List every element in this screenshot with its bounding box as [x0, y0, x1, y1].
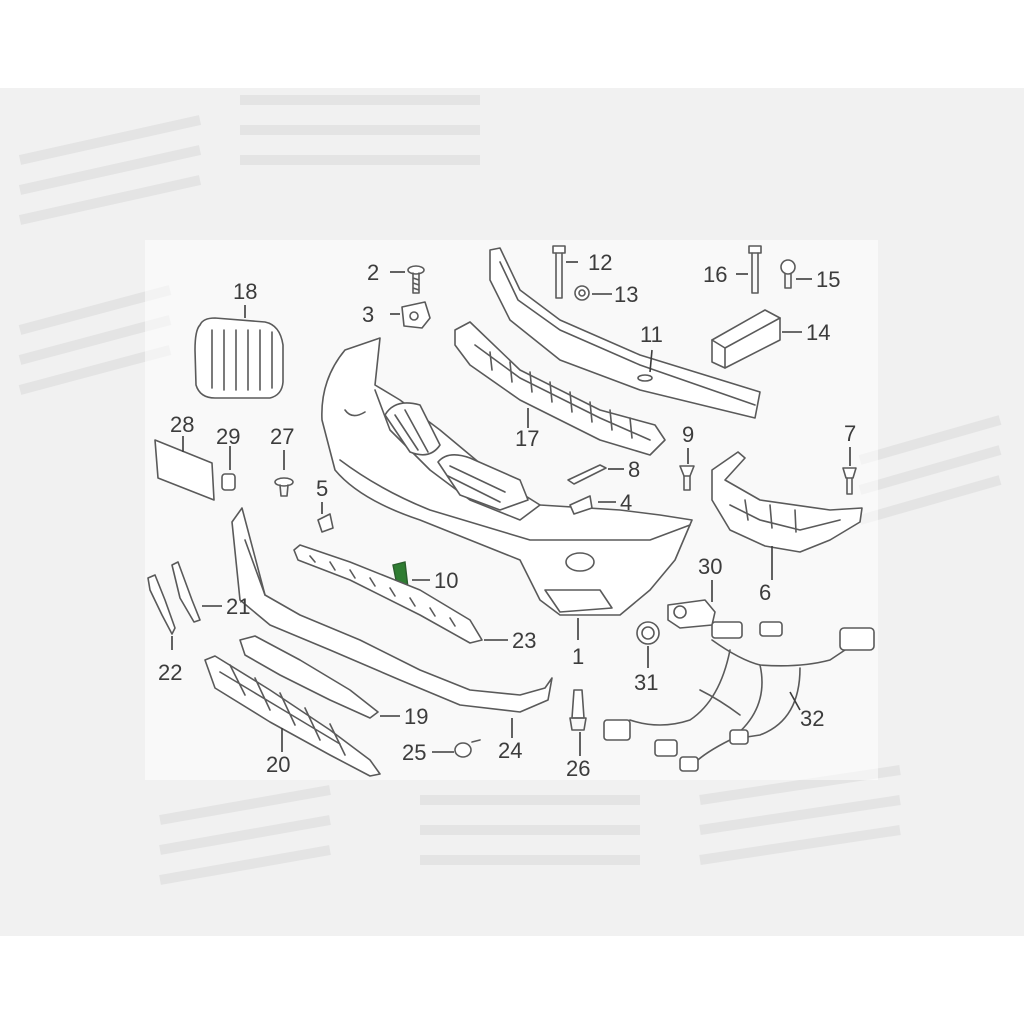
part-31-sensor-ring[interactable] — [636, 621, 660, 645]
part-25-clip[interactable] — [454, 739, 481, 758]
callout-5: 5 — [316, 476, 328, 501]
part-23-grille-strip[interactable] — [293, 544, 483, 644]
part-3-clip-nut[interactable] — [401, 301, 431, 329]
callout-23: 23 — [512, 628, 536, 653]
callout-4: 4 — [620, 490, 632, 515]
callout-11: 11 — [640, 322, 663, 347]
callout-22: 22 — [158, 660, 182, 685]
part-29-clip[interactable] — [221, 473, 236, 491]
part-5-cap[interactable] — [317, 513, 334, 533]
callout-25: 25 — [402, 740, 426, 765]
part-9-screw[interactable] — [679, 465, 695, 491]
callout-14: 14 — [806, 320, 830, 345]
callout-8: 8 — [628, 457, 640, 482]
callout-28: 28 — [170, 412, 194, 437]
part-15-screw[interactable] — [780, 259, 796, 289]
part-20-grille-mesh[interactable] — [204, 655, 381, 777]
callout-21: 21 — [226, 594, 250, 619]
part-19-grille-frame[interactable] — [239, 635, 379, 719]
part-22-side-trim[interactable] — [147, 574, 176, 635]
part-26-stud[interactable] — [569, 689, 587, 731]
callout-15: 15 — [816, 267, 840, 292]
callout-10: 10 — [434, 568, 458, 593]
part-17-absorber[interactable] — [454, 321, 666, 456]
callout-24: 24 — [498, 738, 522, 763]
callout-27: 27 — [270, 424, 294, 449]
part-16-bolt[interactable] — [748, 245, 762, 294]
part-2-bolt[interactable] — [407, 265, 425, 294]
callout-20: 20 — [266, 752, 290, 777]
part-28-plate-bracket[interactable] — [154, 439, 215, 501]
callout-1: 1 — [572, 644, 584, 669]
callout-26: 26 — [566, 756, 590, 781]
callout-3: 3 — [362, 302, 374, 327]
part-32-wiring-harness[interactable] — [603, 621, 875, 772]
leader-lines — [171, 261, 851, 756]
part-13-nut[interactable] — [574, 285, 590, 301]
part-24-lower-trim[interactable] — [231, 507, 553, 713]
callout-12: 12 — [588, 250, 612, 275]
callout-31: 31 — [634, 670, 658, 695]
part-4-cover-cap[interactable] — [569, 495, 593, 515]
callout-17: 17 — [515, 426, 539, 451]
callout-7: 7 — [844, 421, 856, 446]
callout-2: 2 — [367, 260, 379, 285]
callout-30: 30 — [698, 554, 722, 579]
part-1-bumper-cover[interactable] — [321, 337, 693, 616]
part-8-trim[interactable] — [567, 464, 607, 485]
callout-labels: 2 3 12 13 16 15 14 11 18 17 8 4 9 7 5 27… — [158, 250, 856, 781]
part-21-side-trim[interactable] — [171, 561, 201, 623]
part-14-bracket[interactable] — [711, 309, 781, 369]
part-27-rivet[interactable] — [274, 477, 294, 497]
part-12-long-bolt[interactable] — [552, 245, 566, 299]
part-6-side-bracket[interactable] — [711, 451, 863, 553]
part-18-kidney-grille[interactable] — [194, 317, 284, 399]
callout-18: 18 — [233, 279, 257, 304]
callout-16: 16 — [703, 262, 727, 287]
callout-6: 6 — [759, 580, 771, 605]
callout-32: 32 — [800, 706, 824, 731]
part-11-bumper-carrier[interactable] — [489, 247, 761, 419]
callout-19: 19 — [404, 704, 428, 729]
part-7-screw[interactable] — [842, 467, 857, 495]
callout-13: 13 — [614, 282, 638, 307]
part-30-pdc-sensor[interactable] — [667, 599, 716, 629]
callout-29: 29 — [216, 424, 240, 449]
callout-9: 9 — [682, 422, 694, 447]
